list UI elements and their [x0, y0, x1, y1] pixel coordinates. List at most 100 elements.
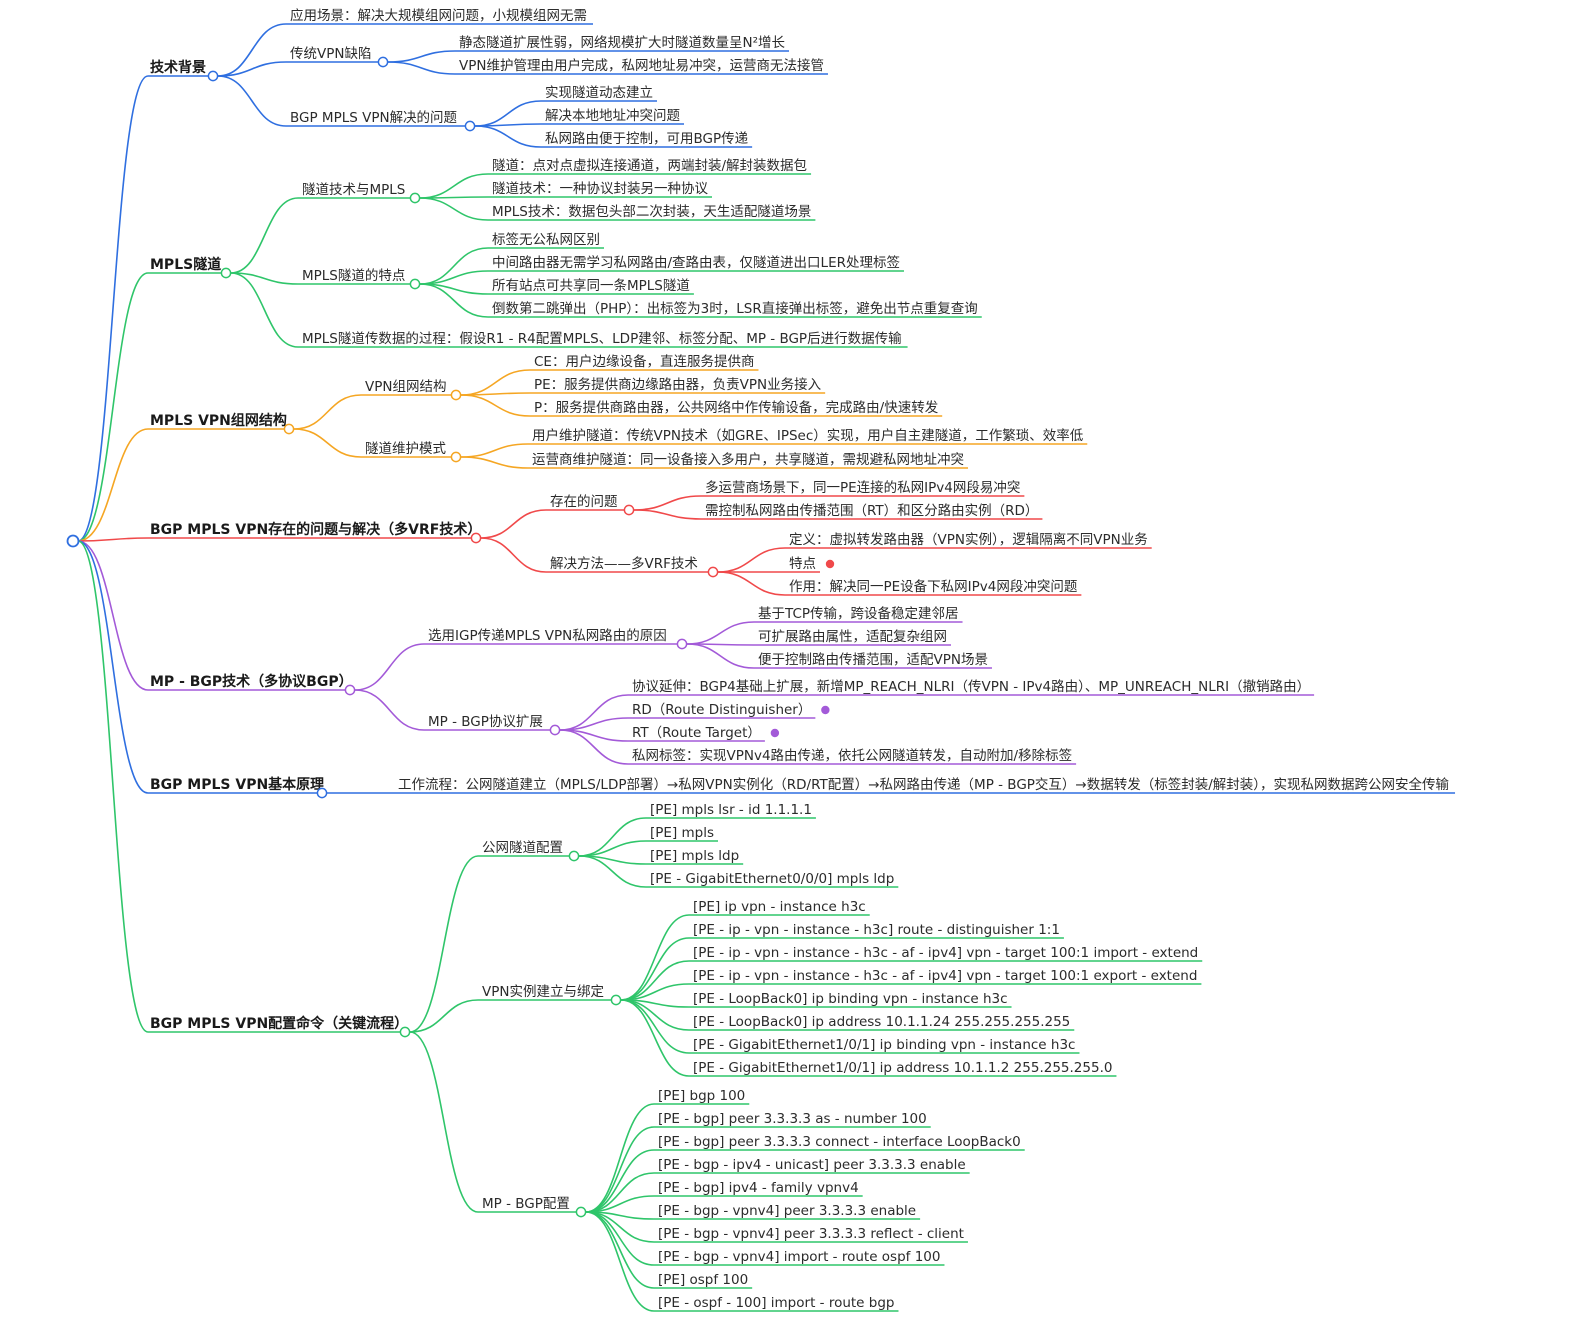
leaf-label[interactable]: [PE] ospf 100: [658, 1272, 748, 1288]
topic-node-dot[interactable]: [450, 451, 462, 463]
topic-node-dot[interactable]: [707, 566, 719, 578]
topic-link: [409, 999, 479, 1033]
leaf-label[interactable]: [PE - bgp - vpnv4] peer 3.3.3.3 enable: [658, 1203, 916, 1219]
branch-label[interactable]: MPLS隧道: [150, 256, 221, 273]
leaf-label[interactable]: 运营商维护隧道：同一设备接入多用户，共享隧道，需规避私网地址冲突: [532, 451, 964, 468]
leaf-label[interactable]: [PE] mpls ldp: [650, 848, 739, 864]
leaf-label[interactable]: 用户维护隧道：传统VPN技术（如GRE、IPSec）实现，用户自主建隧道，工作繁…: [532, 427, 1084, 444]
leaf-label[interactable]: 标签无公私网区别: [492, 231, 600, 248]
leaf-label[interactable]: 私网路由便于控制，可用BGP传递: [545, 131, 749, 147]
branch-node-dot[interactable]: [399, 1026, 411, 1038]
topic-label[interactable]: 隧道技术与MPLS: [302, 182, 405, 198]
leaf-label[interactable]: 静态隧道扩展性弱，网络规模扩大时隧道数量呈N²增长: [459, 35, 786, 51]
leaf-label[interactable]: [PE - ip - vpn - instance - h3c] route -…: [693, 922, 1060, 938]
topic-label[interactable]: 传统VPN缺陷: [290, 46, 371, 62]
branch-node-dot[interactable]: [283, 423, 295, 435]
leaf-label[interactable]: [PE - bgp] peer 3.3.3.3 connect - interf…: [658, 1134, 1021, 1150]
topic-node-dot[interactable]: [610, 994, 622, 1006]
branch-node-dot[interactable]: [470, 532, 482, 544]
leaf-label[interactable]: [PE - GigabitEthernet0/0/0] mpls ldp: [650, 871, 894, 887]
topic-label[interactable]: 公网隧道配置: [482, 840, 563, 856]
leaf-label[interactable]: [PE - bgp - vpnv4] peer 3.3.3.3 reflect …: [658, 1226, 964, 1242]
topic-node-dot[interactable]: [676, 638, 688, 650]
branch-label[interactable]: BGP MPLS VPN基本原理: [150, 776, 324, 793]
leaf-label[interactable]: [PE] ip vpn - instance h3c: [693, 899, 866, 915]
leaf-link: [559, 729, 629, 765]
topic-label[interactable]: 解决方法——多VRF技术: [550, 555, 698, 572]
leaf-label[interactable]: 倒数第二跳弹出（PHP）：出标签为3时，LSR直接弹出标签，避免出节点重复查询: [492, 300, 978, 317]
topic-label[interactable]: MP - BGP协议扩展: [428, 714, 543, 730]
leaf-label[interactable]: [PE - LoopBack0] ip binding vpn - instan…: [693, 991, 1008, 1007]
leaf-label[interactable]: 中间路由器无需学习私网路由/查路由表，仅隧道进出口LER处理标签: [492, 254, 900, 271]
leaf-link: [474, 100, 542, 127]
root-node-icon[interactable]: [66, 534, 80, 548]
topic-node-dot[interactable]: [549, 724, 561, 736]
leaf-label[interactable]: 可扩展路由属性，适配复杂组网: [758, 628, 947, 645]
leaf-label[interactable]: [PE - bgp - vpnv4] import - route ospf 1…: [658, 1249, 940, 1265]
leaf-label[interactable]: 实现隧道动态建立: [545, 85, 653, 101]
topic-node-dot[interactable]: [575, 1206, 587, 1218]
leaf-label[interactable]: [PE] mpls: [650, 825, 714, 841]
leaf-label[interactable]: 便于控制路由传播范围，适配VPN场景: [758, 652, 988, 668]
topic-node-dot[interactable]: [568, 850, 580, 862]
branch-node-dot[interactable]: [344, 684, 356, 696]
leaf-link: [620, 914, 690, 1001]
leaf-label[interactable]: VPN维护管理由用户完成，私网地址易冲突，运营商无法接管: [459, 57, 824, 74]
leaf-label[interactable]: [PE - GigabitEthernet1/0/1] ip binding v…: [693, 1037, 1075, 1053]
topic-label[interactable]: MPLS隧道传数据的过程：假设R1 - R4配置MPLS、LDP建邻、标签分配、…: [302, 330, 902, 347]
leaf-label[interactable]: [PE - ip - vpn - instance - h3c - af - i…: [693, 968, 1197, 984]
branch-node-dot[interactable]: [220, 267, 232, 279]
branch-label[interactable]: MPLS VPN组网结构: [150, 412, 287, 429]
topic-node-dot[interactable]: [450, 389, 462, 401]
branch-label[interactable]: BGP MPLS VPN配置命令（关键流程）: [150, 1015, 408, 1032]
topic-label[interactable]: BGP MPLS VPN解决的问题: [290, 110, 457, 126]
leaf-label[interactable]: 协议延伸：BGP4基础上扩展，新增MP_REACH_NLRI（传VPN - IP…: [632, 678, 1310, 695]
leaf-label[interactable]: CE：用户边缘设备，直连服务提供商: [534, 353, 754, 370]
branch-label[interactable]: MP - BGP技术（多协议BGP）: [150, 673, 353, 690]
leaf-label[interactable]: RT（Route Target）: [632, 725, 761, 741]
leaf-label[interactable]: [PE - GigabitEthernet1/0/1] ip address 1…: [693, 1060, 1112, 1076]
leaf-label[interactable]: [PE - ip - vpn - instance - h3c - af - i…: [693, 945, 1198, 961]
topic-node-dot[interactable]: [409, 192, 421, 204]
topic-label[interactable]: MP - BGP配置: [482, 1196, 570, 1212]
branch-node-dot[interactable]: [207, 70, 219, 82]
leaf-label[interactable]: 特点: [789, 556, 816, 572]
leaf-label[interactable]: [PE - bgp] ipv4 - family vpnv4: [658, 1180, 859, 1196]
topic-label[interactable]: VPN实例建立与绑定: [482, 984, 604, 1000]
branch-node-dot[interactable]: [316, 787, 328, 799]
leaf-label[interactable]: PE：服务提供商边缘路由器，负责VPN业务接入: [534, 376, 822, 393]
leaf-label[interactable]: P：服务提供商路由器，公共网络中作传输设备，完成路由/快速转发: [534, 399, 939, 416]
leaf-label[interactable]: 隧道技术：一种协议封装另一种协议: [492, 181, 708, 197]
leaf-label[interactable]: 多运营商场景下，同一PE连接的私网IPv4网段易冲突: [705, 479, 1020, 496]
topic-node-dot[interactable]: [409, 278, 421, 290]
topic-label[interactable]: 应用场景：解决大规模组网问题，小规模组网无需: [290, 7, 587, 24]
leaf-label[interactable]: [PE - bgp] peer 3.3.3.3 as - number 100: [658, 1111, 927, 1127]
topic-label[interactable]: MPLS隧道的特点: [302, 268, 405, 284]
topic-node-dot[interactable]: [377, 56, 389, 68]
leaf-label[interactable]: [PE - LoopBack0] ip address 10.1.1.24 25…: [693, 1014, 1070, 1030]
leaf-label[interactable]: 基于TCP传输，跨设备稳定建邻居: [758, 605, 959, 622]
topic-label[interactable]: 选用IGP传递MPLS VPN私网路由的原因: [428, 628, 667, 644]
leaf-label[interactable]: 解决本地地址冲突问题: [545, 108, 680, 124]
leaf-label[interactable]: 需控制私网路由传播范围（RT）和区分路由实例（RD）: [705, 503, 1038, 519]
leaf-label[interactable]: RD（Route Distinguisher）: [632, 702, 811, 718]
leaf-label[interactable]: 定义：虚拟转发路由器（VPN实例），逻辑隔离不同VPN业务: [789, 531, 1148, 548]
leaf-label[interactable]: [PE - ospf - 100] import - route bgp: [658, 1295, 894, 1311]
topic-node-dot[interactable]: [623, 504, 635, 516]
topic-label[interactable]: 工作流程：公网隧道建立（MPLS/LDP部署）→私网VPN实例化（RD/RT配置…: [398, 776, 1450, 793]
leaf-label[interactable]: MPLS技术：数据包头部二次封装，天生适配隧道场景: [492, 204, 811, 220]
topic-label[interactable]: 存在的问题: [550, 494, 618, 510]
leaf-link: [686, 621, 755, 645]
leaf-label[interactable]: 私网标签：实现VPNv4路由传递，依托公网隧道转发，自动附加/移除标签: [632, 747, 1073, 764]
branch-label[interactable]: 技术背景: [150, 59, 206, 76]
topic-label[interactable]: 隧道维护模式: [365, 441, 446, 457]
leaf-label[interactable]: 所有站点可共享同一条MPLS隧道: [492, 277, 690, 294]
topic-label[interactable]: VPN组网结构: [365, 379, 446, 395]
branch-label[interactable]: BGP MPLS VPN存在的问题与解决（多VRF技术）: [150, 521, 481, 538]
leaf-label[interactable]: [PE] mpls lsr - id 1.1.1.1: [650, 802, 812, 818]
leaf-label[interactable]: 隧道：点对点虚拟连接通道，两端封装/解封装数据包: [492, 157, 807, 174]
leaf-label[interactable]: [PE - bgp - ipv4 - unicast] peer 3.3.3.3…: [658, 1157, 966, 1173]
topic-node-dot[interactable]: [464, 120, 476, 132]
leaf-label[interactable]: 作用：解决同一PE设备下私网IPv4网段冲突问题: [789, 578, 1077, 595]
leaf-label[interactable]: [PE] bgp 100: [658, 1088, 745, 1104]
